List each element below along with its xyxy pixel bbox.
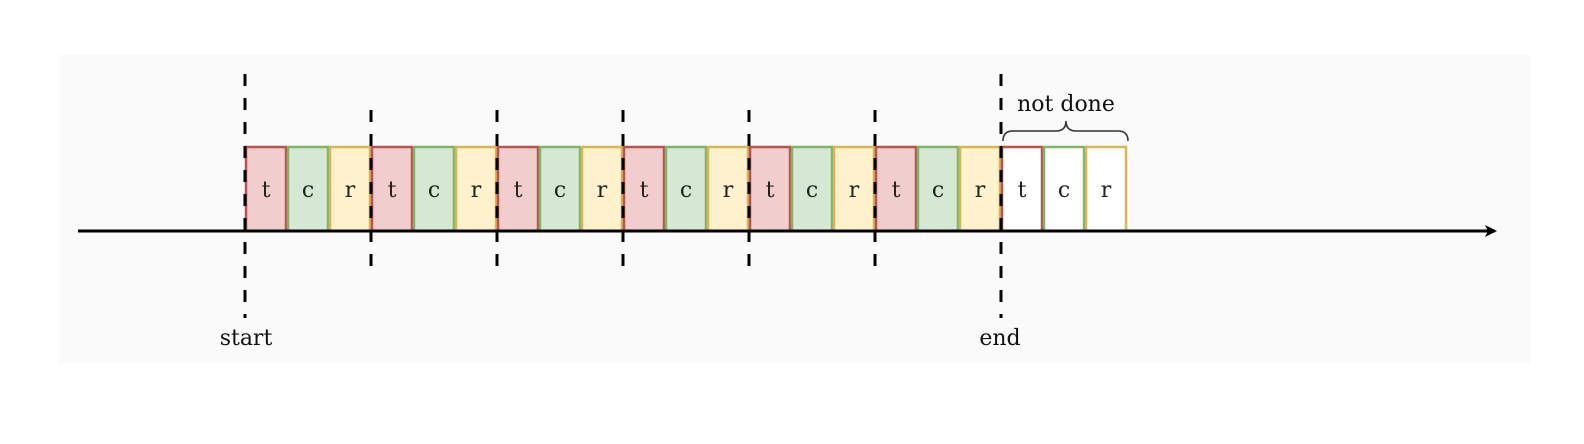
cell-c: c bbox=[412, 145, 456, 233]
cell-r: r bbox=[706, 145, 750, 233]
cell-box bbox=[1042, 145, 1086, 233]
cell-box bbox=[496, 145, 540, 233]
cell-letter: c bbox=[554, 178, 566, 203]
cell-t: t bbox=[748, 145, 792, 233]
cell-box bbox=[286, 145, 330, 233]
cell-t: t bbox=[244, 145, 288, 233]
cell-t: t bbox=[622, 145, 666, 233]
cell-letter: t bbox=[892, 178, 901, 203]
start-label: start bbox=[220, 326, 273, 351]
cell-letter: r bbox=[597, 178, 608, 203]
cell-box bbox=[916, 145, 960, 233]
cell-letter: c bbox=[932, 178, 944, 203]
not-done-label: not done bbox=[1017, 92, 1115, 117]
cell-box bbox=[832, 145, 876, 233]
cell-r: r bbox=[580, 145, 624, 233]
cell-box bbox=[328, 145, 372, 233]
end-label: end bbox=[979, 326, 1020, 351]
cell-letter: t bbox=[514, 178, 523, 203]
cell-t: t bbox=[496, 145, 540, 233]
cell-letter: c bbox=[428, 178, 440, 203]
pending-cell-c: c bbox=[1042, 145, 1086, 233]
cell-box bbox=[538, 145, 582, 233]
cell-letter: c bbox=[806, 178, 818, 203]
cell-box bbox=[1084, 145, 1128, 233]
cell-letter: r bbox=[345, 178, 356, 203]
cell-letter: c bbox=[302, 178, 314, 203]
cycle-dividers bbox=[243, 74, 1003, 318]
cell-letter: r bbox=[723, 178, 734, 203]
cell-letter: c bbox=[680, 178, 692, 203]
cell-c: c bbox=[286, 145, 330, 233]
cell-letter: t bbox=[640, 178, 649, 203]
cell-box bbox=[790, 145, 834, 233]
cell-c: c bbox=[538, 145, 582, 233]
cell-box bbox=[958, 145, 1002, 233]
cell-letter: r bbox=[975, 178, 986, 203]
cell-letter: t bbox=[1018, 178, 1027, 203]
cell-box bbox=[706, 145, 750, 233]
cell-letter: r bbox=[471, 178, 482, 203]
pending-cell-t: t bbox=[1000, 145, 1044, 233]
cell-r: r bbox=[454, 145, 498, 233]
cell-t: t bbox=[370, 145, 414, 233]
cell-c: c bbox=[664, 145, 708, 233]
pending-cell-r: r bbox=[1084, 145, 1128, 233]
cell-letter: r bbox=[849, 178, 860, 203]
cell-letter: t bbox=[766, 178, 775, 203]
not-done-brace bbox=[1002, 120, 1129, 142]
cell-letter: t bbox=[262, 178, 271, 203]
cell-letter: r bbox=[1101, 178, 1112, 203]
cell-box bbox=[244, 145, 288, 233]
cell-c: c bbox=[916, 145, 960, 233]
cell-t: t bbox=[874, 145, 918, 233]
cell-c: c bbox=[790, 145, 834, 233]
cell-box bbox=[1000, 145, 1044, 233]
cell-r: r bbox=[958, 145, 1002, 233]
cell-r: r bbox=[328, 145, 372, 233]
cell-r: r bbox=[832, 145, 876, 233]
cell-letter: c bbox=[1058, 178, 1070, 203]
cell-letter: t bbox=[388, 178, 397, 203]
